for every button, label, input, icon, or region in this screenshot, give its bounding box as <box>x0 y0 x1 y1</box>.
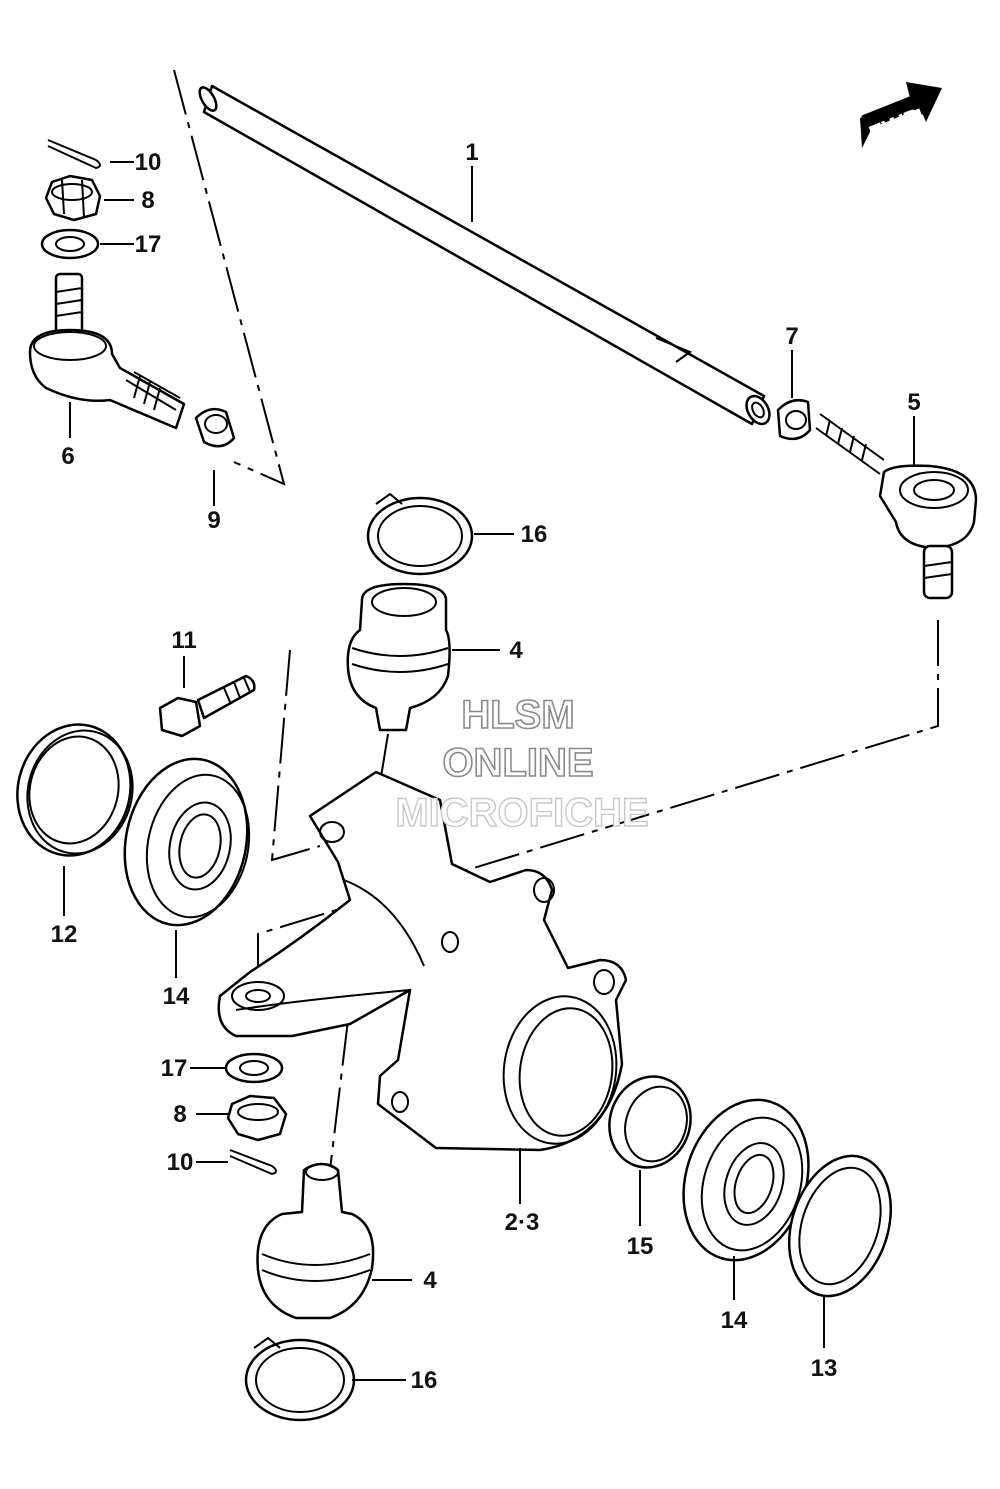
callout-13: 13 <box>811 1355 838 1382</box>
watermark-line2: ONLINE <box>442 741 593 785</box>
callout-14-right: 14 <box>721 1307 748 1334</box>
callout-15: 15 <box>627 1233 654 1260</box>
callout-9: 9 <box>207 507 220 534</box>
callout-4-top: 4 <box>509 637 523 664</box>
spacer-left <box>194 407 236 448</box>
washer-bottom <box>224 1052 284 1084</box>
castle-nut-top <box>44 174 102 222</box>
circlip-bottom <box>244 1336 356 1422</box>
callout-10-bottom: 10 <box>167 1149 194 1176</box>
callout-17-top: 17 <box>135 231 162 258</box>
callout-11: 11 <box>171 627 196 654</box>
callout-16-bottom: 16 <box>411 1367 438 1394</box>
fwd-arrow-icon: FWD <box>860 82 942 148</box>
callout-16-top: 16 <box>521 521 548 548</box>
spacer-ring <box>608 1075 692 1169</box>
callout-8-bottom: 8 <box>173 1101 186 1128</box>
callout-5: 5 <box>907 389 920 416</box>
washer-top <box>40 228 100 260</box>
tie-rod <box>198 84 771 426</box>
callout-7: 7 <box>785 323 798 350</box>
steering-knuckle <box>217 770 628 1152</box>
oil-seal-left <box>16 723 134 857</box>
callout-6: 6 <box>61 443 74 470</box>
spacer-right <box>776 399 812 441</box>
callout-12: 12 <box>51 921 78 948</box>
callout-4-bottom: 4 <box>423 1267 437 1294</box>
watermark-line3: MICROFICHE <box>395 791 648 835</box>
nut-bottom <box>226 1094 288 1142</box>
callout-8-top: 8 <box>141 187 154 214</box>
callout-10-top: 10 <box>135 149 162 176</box>
callouts: 1 2·3 4 4 5 6 7 8 8 9 10 10 11 12 13 14 … <box>51 139 921 1394</box>
watermark-line1: HLSM <box>461 693 574 737</box>
tie-rod-end-right <box>815 413 978 600</box>
callout-17-bottom: 17 <box>161 1055 188 1082</box>
callout-14-left: 14 <box>163 983 190 1010</box>
oil-seal-right <box>787 1154 893 1298</box>
bolt <box>158 674 256 738</box>
circlip-top <box>366 492 474 576</box>
callout-1: 1 <box>465 139 478 166</box>
bearing-left <box>123 757 251 927</box>
callout-2-3: 2·3 <box>505 1209 540 1236</box>
leader-lines <box>63 161 915 1381</box>
cotter-pin-top <box>47 139 101 170</box>
cotter-pin-bottom <box>229 1149 277 1176</box>
tie-rod-end-left <box>28 272 186 430</box>
ball-joint-bottom <box>256 1162 375 1320</box>
watermark: HLSM ONLINE MICROFICHE <box>395 692 650 836</box>
bearing-right <box>682 1098 810 1262</box>
ball-joint-top <box>346 582 451 732</box>
